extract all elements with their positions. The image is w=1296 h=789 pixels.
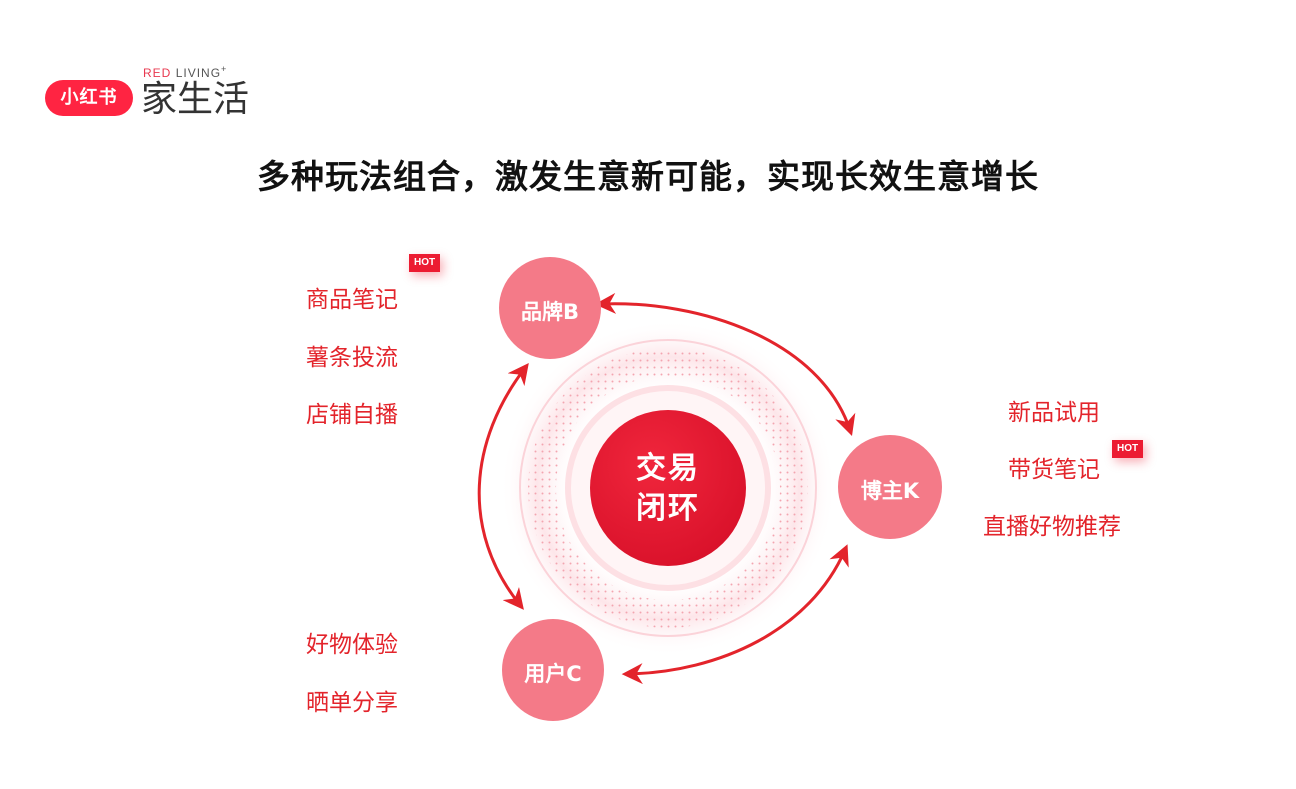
user-item-share: 晒单分享	[306, 690, 398, 716]
xiaohongshu-logo-badge: 小红书	[45, 80, 133, 116]
blogger-item-live-recommend: 直播好物推荐	[983, 514, 1121, 540]
arrow-user-to-brand	[477, 362, 529, 610]
logo-sub-red: RED	[143, 66, 172, 80]
center-line1: 交易	[636, 451, 700, 486]
brand-item-store-live: 店铺自播	[306, 402, 398, 428]
blogger-node	[838, 435, 942, 539]
user-item-experience: 好物体验	[306, 632, 398, 658]
user-node-label: 用户C	[524, 662, 582, 686]
blogger-node-label: 博主K	[860, 479, 920, 503]
brand-node	[499, 257, 601, 359]
blogger-item-sales-notes: 带货笔记	[1008, 457, 1100, 483]
blogger-item-new-trial: 新品试用	[1008, 400, 1100, 426]
arrow-blogger-to-user	[621, 544, 849, 685]
user-node	[502, 619, 604, 721]
brand-logo: 小红书 RED LIVING+ 家生活	[45, 64, 265, 124]
page-title: 多种玩法组合，激发生意新可能，实现长效生意增长	[257, 157, 1039, 196]
brand-item-product-notes: 商品笔记	[306, 287, 398, 313]
hot-badge-brand: HOT	[409, 254, 441, 272]
center-line2: 闭环	[636, 491, 700, 526]
arrow-brand-to-blogger	[594, 292, 856, 436]
brand-item-chips-promotion: 薯条投流	[306, 345, 398, 371]
center-label: 交易 闭环	[608, 449, 728, 529]
hot-badge-blogger: HOT	[1112, 440, 1144, 458]
logo-main-text: 家生活	[141, 79, 250, 120]
logo-subtitle: RED LIVING+	[143, 64, 227, 80]
center-circle	[590, 410, 746, 566]
brand-node-label: 品牌B	[520, 300, 579, 324]
logo-sub-living: LIVING	[175, 66, 222, 80]
logo-sup: +	[221, 64, 228, 74]
